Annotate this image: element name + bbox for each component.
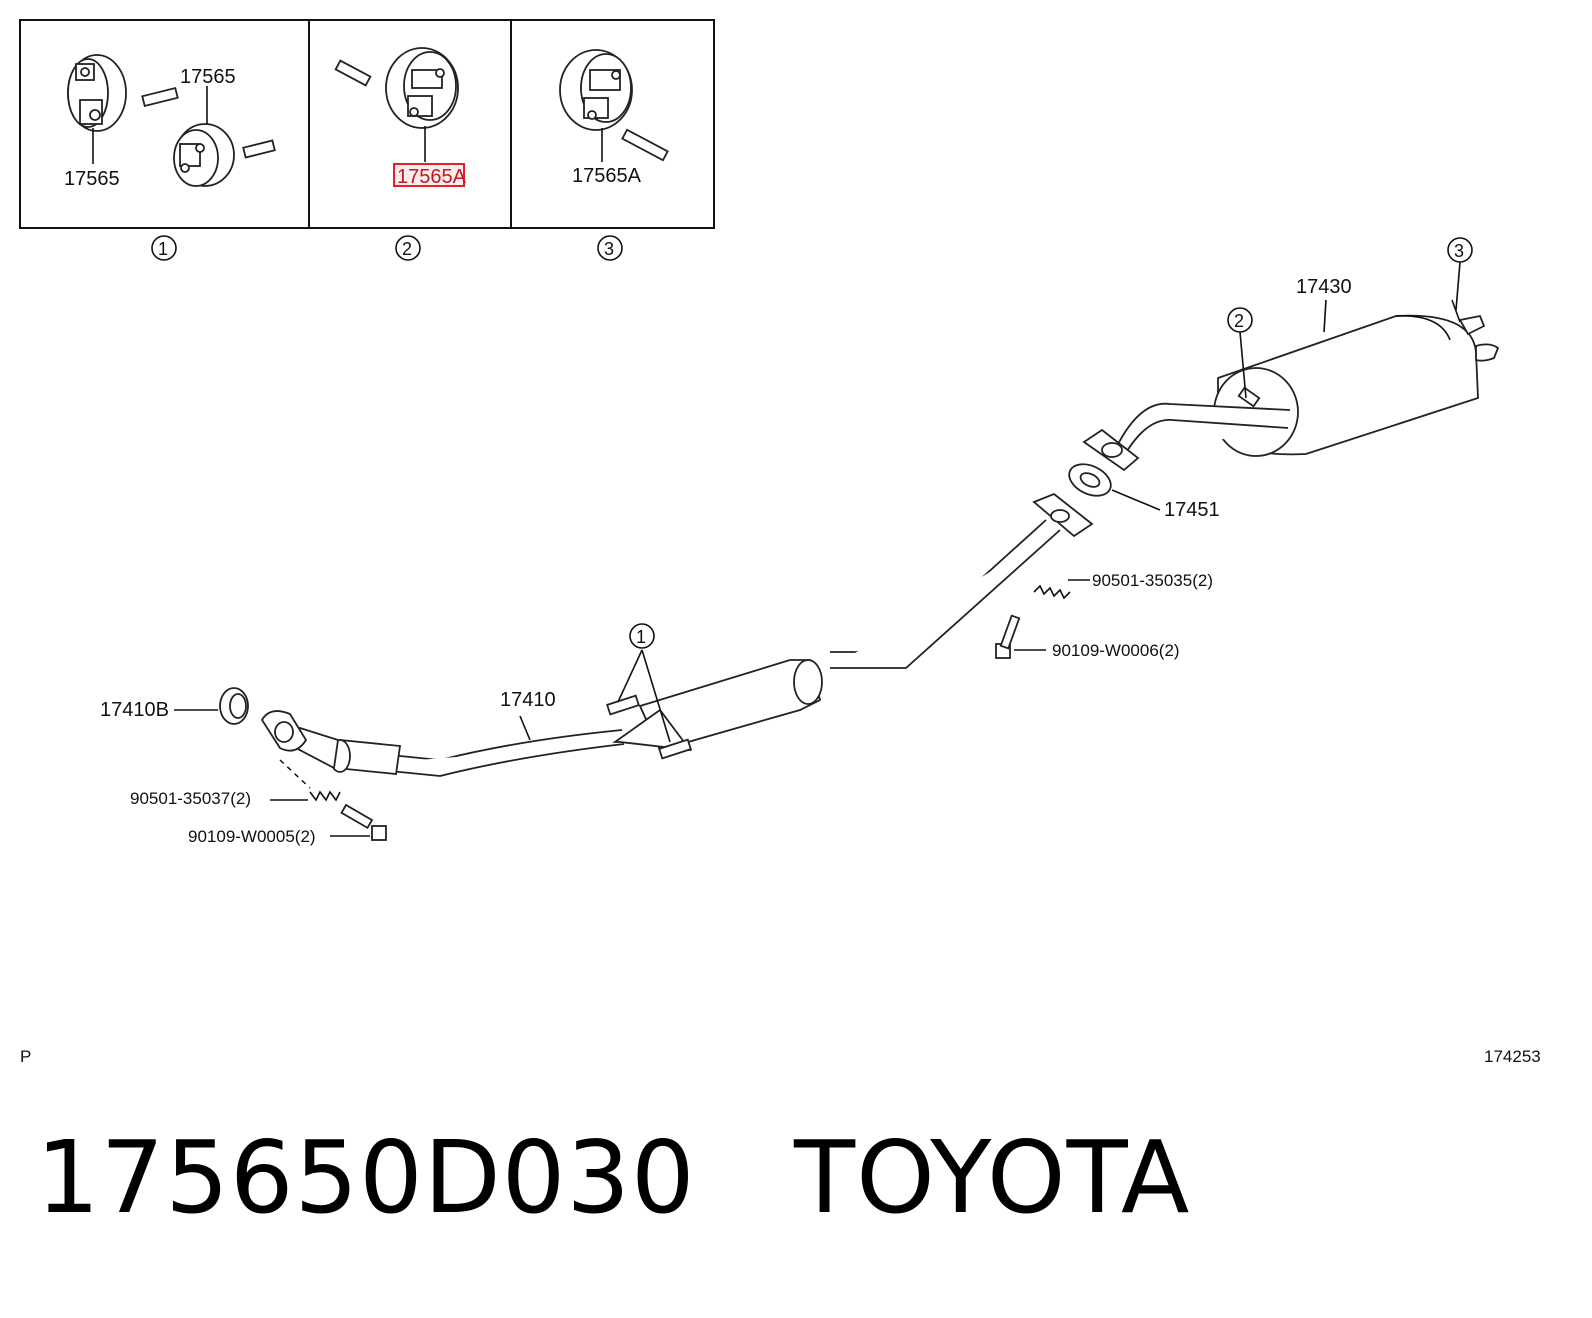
part-label-90109-W0005: 90109-W0005(2) [188,827,316,846]
rubber-hanger-icon [67,54,127,132]
bolt-90109-W0005 [330,803,387,841]
gasket-17410B [174,687,249,725]
highlight-box [393,163,465,187]
callout-1: 1 [158,239,168,259]
inset-box-1: 17565 17565 [64,54,276,190]
part-label-90109-W0006: 90109-W0006(2) [1052,641,1180,660]
bolt-90109-W0006 [995,614,1046,659]
part-label-17565-top: 17565 [180,66,236,88]
intermediate-pipe [1082,402,1291,472]
corner-mark-left: P [20,1047,31,1066]
exhaust-assembly: 3 2 1 [174,237,1500,841]
footer-brand: TOYOTA [793,1119,1191,1236]
part-label-17565A: 17565A [572,165,642,187]
spring-90501-35035 [1033,579,1090,600]
part-label-17565A-highlighted: 17565A [397,166,467,188]
inset-box-2: 17565A [334,47,467,188]
part-label-17565-bottom: 17565 [64,168,120,190]
callout-2: 2 [402,239,412,259]
rubber-hanger-icon [385,47,459,129]
spring-90501-35037 [270,759,341,802]
callout-3-main: 3 [1454,241,1464,261]
callout-1-main: 1 [636,627,646,647]
part-label-17410: 17410 [500,689,556,711]
part-label-17451: 17451 [1164,499,1220,521]
main-pipe [830,519,1061,669]
converter-17410 [606,649,823,760]
diagram-id: 174253 [1484,1047,1541,1066]
front-flange [1032,492,1094,538]
footer-part-number: 175650D030 [36,1119,696,1236]
part-label-17410B: 17410B [100,699,169,721]
rubber-hanger-icon [173,123,235,187]
callout-2-main: 2 [1234,311,1244,331]
part-label-90501-35035: 90501-35035(2) [1092,571,1213,590]
part-label-17430: 17430 [1296,276,1352,298]
inset-callouts: 1 2 3 [151,235,623,261]
front-pipe [294,715,625,777]
inset-box-3: 17565A [559,49,669,187]
inset-panel: 17565 17565 17565A [19,19,715,229]
gasket-17451 [1068,463,1161,511]
callout-3: 3 [604,239,614,259]
rubber-hanger-icon [559,49,633,131]
footer-title: 175650D030 TOYOTA [36,1128,1190,1228]
manifold-flange [260,710,308,752]
part-label-90501-35037: 90501-35037(2) [130,789,251,808]
